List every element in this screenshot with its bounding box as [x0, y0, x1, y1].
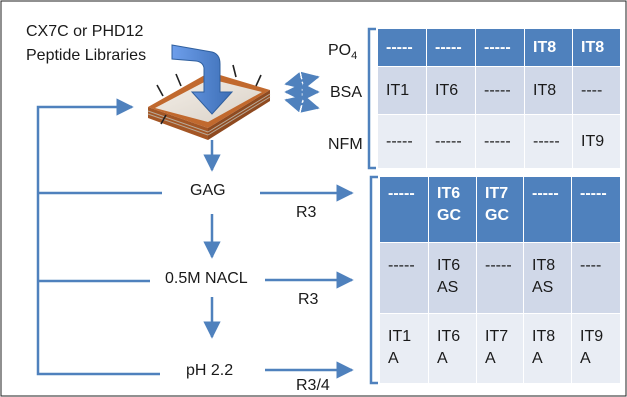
round-nacl: R3	[298, 291, 319, 308]
table1-bsa-cell: IT1	[378, 67, 427, 114]
table1-bsa-cell: ----	[573, 67, 620, 114]
library-arrow	[171, 44, 234, 115]
libraries-label: CX7C or PHD12 Peptide Libraries	[26, 23, 147, 64]
table1-nfm-cell: -----	[525, 115, 573, 168]
step-nacl: 0.5M NACL	[165, 270, 248, 287]
step-gag: GAG	[190, 182, 226, 199]
round-ph: R3/4	[296, 377, 330, 394]
table1-po4-cell: -----	[476, 29, 525, 66]
loop-arrow-ph	[36, 98, 160, 376]
table2-nacl-cell: IT6 AS	[429, 243, 477, 313]
table1-po4-cell: IT8	[573, 29, 620, 66]
table1-po4-cell: -----	[378, 29, 427, 66]
row-label-nfm: NFM	[328, 136, 363, 153]
table1-nfm-cell: -----	[476, 115, 525, 168]
table2-gag-cell: -----	[524, 177, 572, 242]
table2-gag-cell: -----	[380, 177, 429, 242]
table2-ph-cell: IT6 A	[429, 314, 477, 383]
plate-illustration	[147, 44, 271, 140]
table1-nfm-cell: -----	[378, 115, 427, 168]
table2-ph-cell: IT8 A	[524, 314, 572, 383]
table1-bsa-cell: -----	[476, 67, 525, 114]
table2-ph-cell: IT1 A	[380, 314, 429, 383]
table1-bsa-cell: IT6	[427, 67, 476, 114]
bracket-table2	[369, 175, 378, 385]
table2-nacl-cell: -----	[380, 243, 429, 313]
table2-ph-cell: IT7 A	[477, 314, 524, 383]
table1-po4-cell: IT8	[525, 29, 573, 66]
table2-gag-cell: IT6 GC	[429, 177, 477, 242]
table2-nacl-cell: ----	[572, 243, 620, 313]
arrow-plate-po4	[284, 71, 320, 90]
table1-po4-cell: -----	[427, 29, 476, 66]
table2-nacl-cell: -----	[477, 243, 524, 313]
table2-nacl-cell: IT8 AS	[524, 243, 572, 313]
arrow-plate-nfm	[284, 95, 320, 113]
table2-gag-cell: IT7 GC	[477, 177, 524, 242]
table1-nfm-cell: IT9	[573, 115, 620, 168]
table1-nfm-cell: -----	[427, 115, 476, 168]
row-label-po4: PO4	[328, 42, 358, 63]
row-label-bsa: BSA	[330, 84, 363, 101]
step-ph: pH 2.2	[186, 362, 234, 379]
round-gag: R3	[296, 204, 317, 221]
table1-bsa-cell: IT8	[525, 67, 573, 114]
table2-ph-cell: IT9 A	[572, 314, 620, 383]
bracket-table1	[367, 27, 376, 170]
table2-gag-cell: -----	[572, 177, 620, 242]
